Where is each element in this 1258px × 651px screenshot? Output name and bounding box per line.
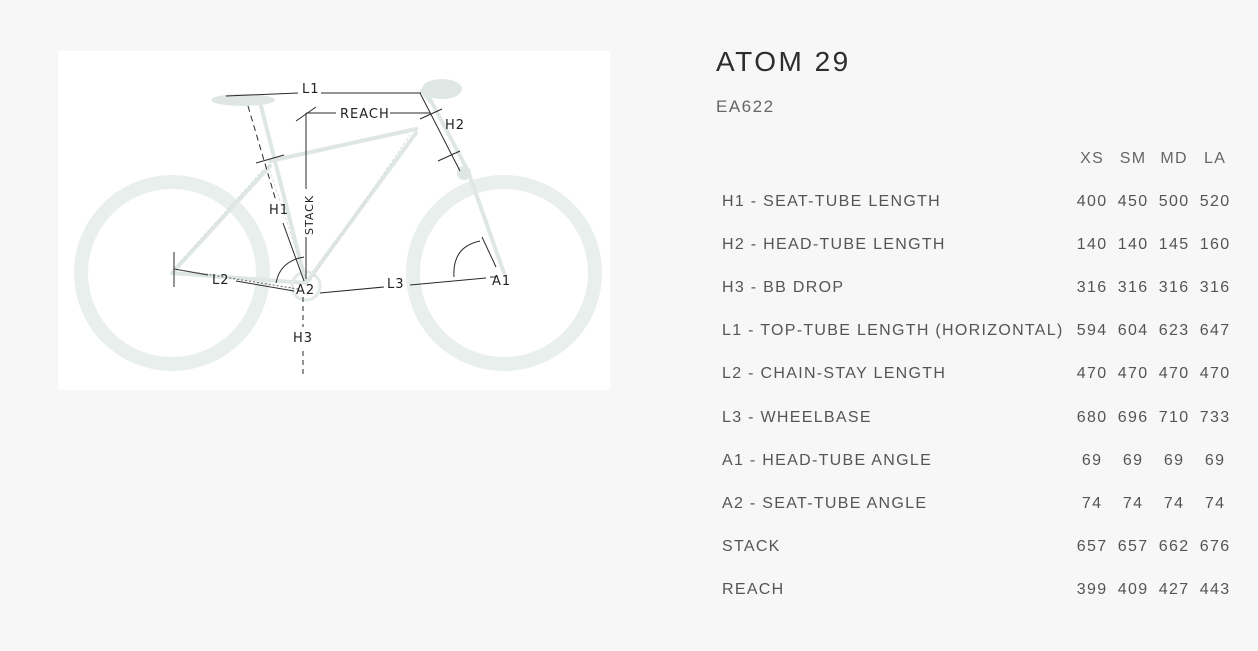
row-value: 443 [1199,581,1231,599]
measurement-lines [173,92,497,377]
geometry-table: XS SM MD LA H1 - SEAT-TUBE LENGTH 400 450 5… [716,138,1236,612]
rear-wheel [74,175,270,371]
row-label: L1 - TOP-TUBE LENGTH (HORIZONTAL) [722,322,1064,340]
bike-diagram-svg: L1 REACH H2 H1 STACK L2 A2 L3 A1 H3 [74,79,602,377]
table-row: STACK 657 657 662 676 [716,526,1236,569]
row-label: STACK [722,538,781,556]
row-value: 450 [1117,192,1149,210]
row-label: A2 - SEAT-TUBE ANGLE [722,494,928,512]
row-value: 680 [1076,408,1108,426]
row-value: 647 [1199,322,1231,340]
table-row: A2 - SEAT-TUBE ANGLE 74 74 74 74 [716,482,1236,525]
label-a1: A1 [492,274,511,289]
row-value: 74 [1204,494,1226,512]
table-row: H3 - BB DROP 316 316 316 316 [716,266,1236,309]
row-value: 74 [1122,494,1144,512]
fork-crown [457,166,471,180]
row-label: L2 - CHAIN-STAY LENGTH [722,365,947,383]
row-value: 733 [1199,408,1231,426]
row-value: 662 [1158,538,1190,556]
row-value: 604 [1117,322,1149,340]
product-code: EA622 [716,97,775,116]
column-header-size: LA [1204,150,1227,167]
row-value: 696 [1117,408,1149,426]
front-wheel [406,175,602,371]
bike-geometry-diagram: L1 REACH H2 H1 STACK L2 A2 L3 A1 H3 [58,51,610,390]
geometry-table-body: H1 - SEAT-TUBE LENGTH 400 450 500 520 H2 - HE… [716,180,1236,612]
column-header-blank [716,138,1072,180]
row-label: REACH [722,581,785,599]
row-value: 140 [1117,235,1149,253]
row-value: 710 [1158,408,1190,426]
table-row: L1 - TOP-TUBE LENGTH (HORIZONTAL) 594 604 6… [716,310,1236,353]
row-value: 427 [1158,581,1190,599]
label-l2: L2 [212,273,230,288]
row-value: 69 [1204,451,1226,469]
row-value: 594 [1076,322,1108,340]
row-value: 676 [1199,538,1231,556]
label-a2: A2 [296,283,315,298]
label-reach: REACH [340,107,390,122]
row-label: L3 - WHEELBASE [722,408,872,426]
column-header-size: SM [1119,150,1147,167]
label-h3: H3 [293,331,313,346]
row-value: 409 [1117,581,1149,599]
row-value: 470 [1076,365,1108,383]
row-value: 657 [1076,538,1108,556]
bike-frame [170,89,506,285]
table-row: L3 - WHEELBASE 680 696 710 733 [716,396,1236,439]
row-value: 470 [1199,365,1231,383]
row-label: H3 - BB DROP [722,278,845,296]
row-value: 470 [1117,365,1149,383]
row-value: 316 [1199,278,1231,296]
row-value: 316 [1076,278,1108,296]
row-value: 500 [1158,192,1190,210]
row-value: 69 [1122,451,1144,469]
row-value: 470 [1158,365,1190,383]
row-value: 623 [1158,322,1190,340]
row-value: 400 [1076,192,1108,210]
product-title: ATOM 29 [716,46,851,77]
handlebar [422,79,462,99]
row-value: 520 [1199,192,1231,210]
row-value: 145 [1158,235,1190,253]
row-value: 316 [1117,278,1149,296]
table-row: REACH 399 409 427 443 [716,569,1236,612]
table-header-row: XS SM MD LA [716,138,1236,180]
row-value: 140 [1076,235,1108,253]
table-row: L2 - CHAIN-STAY LENGTH 470 470 470 470 [716,353,1236,396]
row-label: H2 - HEAD-TUBE LENGTH [722,235,946,253]
label-stack: STACK [303,195,316,235]
row-value: 69 [1081,451,1103,469]
label-h1: H1 [269,203,289,218]
row-value: 74 [1081,494,1103,512]
row-value: 69 [1163,451,1185,469]
label-l3: L3 [387,277,405,292]
row-value: 316 [1158,278,1190,296]
row-value: 74 [1163,494,1185,512]
column-header-size: MD [1160,150,1188,167]
label-l1: L1 [302,82,320,97]
label-h2: H2 [445,118,465,133]
row-label: A1 - HEAD-TUBE ANGLE [722,451,933,469]
table-row: H2 - HEAD-TUBE LENGTH 140 140 145 160 [716,223,1236,266]
row-value: 160 [1199,235,1231,253]
column-header-size: XS [1080,150,1105,167]
row-value: 657 [1117,538,1149,556]
row-value: 399 [1076,581,1108,599]
table-row: A1 - HEAD-TUBE ANGLE 69 69 69 69 [716,439,1236,482]
row-label: H1 - SEAT-TUBE LENGTH [722,192,942,210]
saddle [211,94,275,106]
table-row: H1 - SEAT-TUBE LENGTH 400 450 500 520 [716,180,1236,223]
